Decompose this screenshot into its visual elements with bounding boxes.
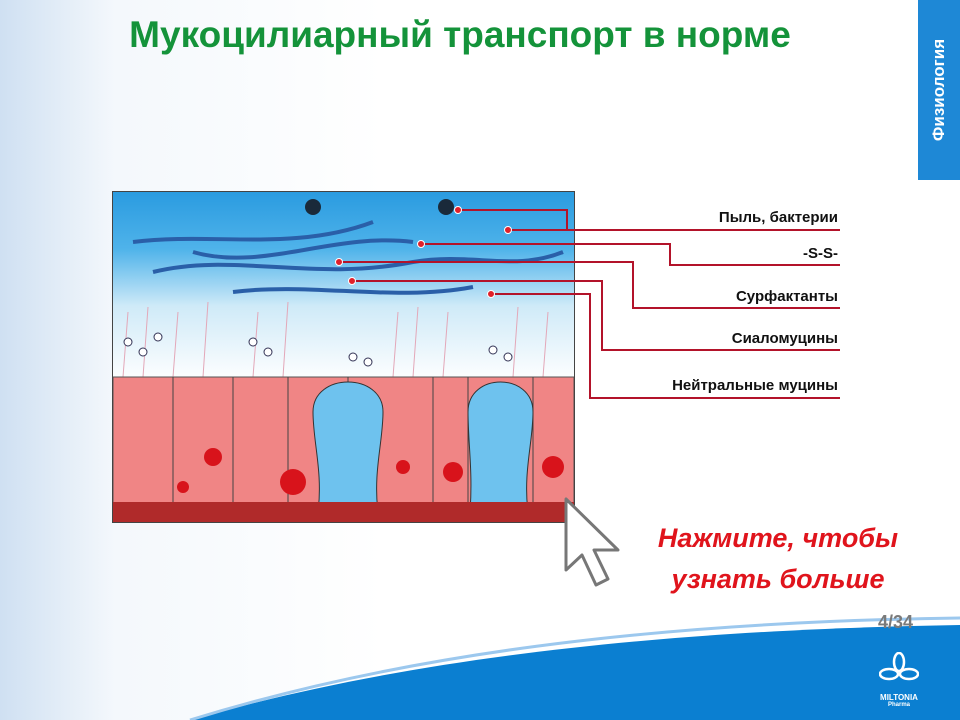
- logo-name: MILTONIA: [880, 693, 918, 702]
- cursor-icon: [564, 497, 620, 587]
- page-number: 4/34: [878, 612, 914, 632]
- slide-title: Мукоцилиарный транспорт в норме: [129, 14, 791, 55]
- miltonia-logo: MILTONIA Pharma: [868, 651, 930, 708]
- label-sialomucins: Сиаломуцины: [731, 330, 838, 347]
- logo-sub: Pharma: [887, 702, 910, 708]
- label-dust-bacteria: Пыль, бактерии: [718, 209, 838, 226]
- label-neutral-mucins: Нейтральные муцины: [672, 377, 838, 394]
- label-disulfide: -S-S-: [803, 245, 838, 262]
- mucociliary-illustration[interactable]: [112, 191, 575, 523]
- cta-line-2: узнать больше: [671, 564, 885, 594]
- bottom-wave: [189, 616, 960, 720]
- section-tab[interactable]: Физиология: [918, 0, 960, 180]
- cta-line-1: Нажмите, чтобы: [657, 523, 899, 553]
- flower-icon: [878, 651, 920, 681]
- learn-more-link[interactable]: Нажмите, чтобы узнать больше: [618, 518, 938, 600]
- epithelium-diagram: [112, 192, 575, 522]
- label-surfactants: Сурфактанты: [735, 288, 838, 305]
